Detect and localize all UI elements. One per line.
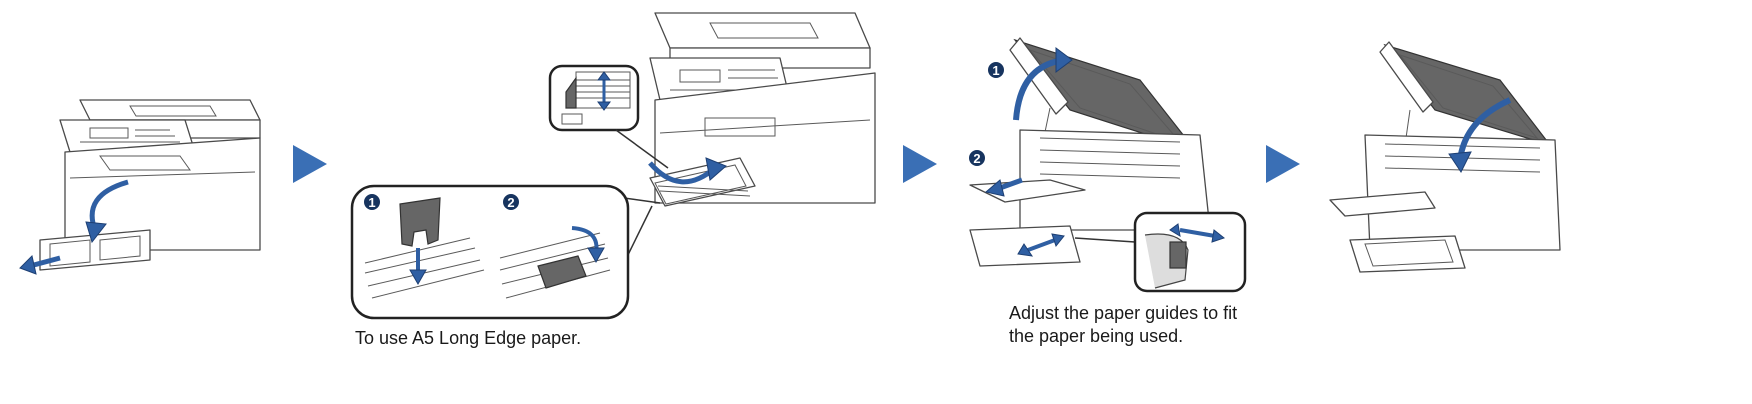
marker-1: 1 xyxy=(368,195,375,210)
step-adjust-guides: 1 2 xyxy=(960,30,1250,295)
step-load-paper: 1 2 xyxy=(350,8,885,323)
step-close-scanner xyxy=(1325,40,1565,280)
next-step-arrow xyxy=(903,145,937,183)
marker-2: 2 xyxy=(507,195,514,210)
next-step-arrow xyxy=(1266,145,1300,183)
next-step-arrow xyxy=(293,145,327,183)
marker-1: 1 xyxy=(992,63,999,78)
marker-2: 2 xyxy=(973,151,980,166)
guides-caption-line-1: Adjust the paper guides to fit xyxy=(1009,303,1238,323)
printer-close-scanner-illustration xyxy=(1329,41,1561,273)
a5-note-caption: To use A5 Long Edge paper. xyxy=(355,328,582,348)
printer-open-tray-illustration xyxy=(19,99,261,275)
printer-load-paper-illustration: 1 2 xyxy=(350,12,876,320)
printer-adjust-guides-illustration: 1 2 xyxy=(969,37,1247,293)
guides-caption-line-2: the paper being used. xyxy=(1009,326,1184,346)
step-open-tray xyxy=(19,90,270,280)
